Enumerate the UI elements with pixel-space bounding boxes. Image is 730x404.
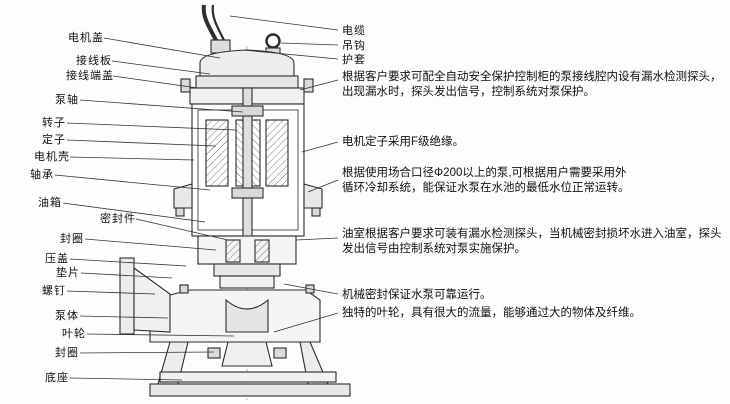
- gasket-graphic: [219, 275, 275, 289]
- gland-graphic: [213, 263, 281, 277]
- label-terminal-board: 接线板: [76, 55, 112, 67]
- label-bearing: 轴承: [30, 169, 54, 181]
- terminal-board-graphic: [195, 75, 299, 89]
- seal-graphic: [225, 239, 241, 263]
- label-impeller: 叶轮: [62, 328, 86, 340]
- note-cooling-system: 根据使用场合口径Φ200以上的泵,可根据用户需要采用外循环冷却系统，能保证水泵在…: [342, 167, 630, 194]
- label-hook: 吊钩: [342, 40, 366, 52]
- motor-cover-graphic: [199, 49, 295, 77]
- discharge-flange-graphic: [119, 257, 135, 335]
- note-insulation: 电机定子采用F级绝缘。: [342, 136, 465, 148]
- note-mechanical-seal: 机械密封保证水泵可靠运行。: [342, 289, 492, 301]
- label-seal-part: 密封件: [100, 213, 136, 225]
- label-screw: 螺钉: [42, 285, 66, 297]
- note-impeller: 独特的叶轮，具有很大的流量，能够通过大的物体及纤维。: [342, 307, 641, 319]
- label-sheath: 护套: [342, 54, 366, 66]
- label-motor-cover: 电机盖: [68, 32, 104, 44]
- label-gasket: 垫片: [56, 267, 80, 279]
- label-terminal-end-cover: 接线端盖: [66, 70, 114, 82]
- leader-lines: [54, 15, 339, 381]
- label-cable: 电缆: [342, 25, 366, 37]
- label-pump-body: 泵体: [55, 310, 79, 322]
- label-motor-housing: 电机壳: [34, 151, 70, 163]
- note-oil-chamber-probe: 油室根据客户要求可装有漏水检测探头，当机械密封损坏水进入油室，探头发出信号由控制…: [342, 228, 722, 255]
- label-seal-ring-upper: 封圈: [60, 233, 84, 245]
- bearing-graphic: [231, 187, 264, 199]
- label-rotor: 转子: [42, 117, 66, 129]
- stator-graphic: [205, 119, 229, 187]
- label-seal-ring-lower: 封圈: [55, 347, 79, 359]
- label-gland: 压盖: [45, 253, 69, 265]
- label-pump-shaft: 泵轴: [55, 94, 79, 106]
- impeller-graphic: [225, 298, 269, 333]
- pump-section: [119, 4, 351, 400]
- label-oil-tank: 油箱: [38, 197, 62, 209]
- seal-ring-graphic: [207, 347, 221, 359]
- note-leak-detection-terminal: 根据客户要求可配全自动安全保护控制柜的泵接线腔内设有漏水检测探头，出现漏水时，探…: [342, 71, 722, 98]
- label-stator: 定子: [42, 134, 66, 146]
- label-base: 底座: [45, 372, 69, 384]
- cable-graphic: [201, 4, 227, 45]
